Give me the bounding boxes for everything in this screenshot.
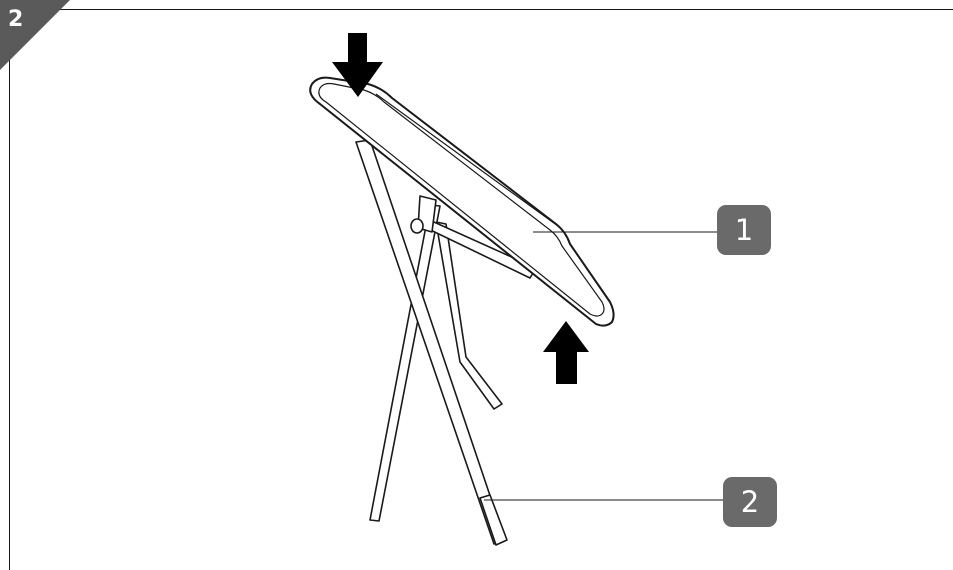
hinge-pin [410, 218, 424, 234]
rear-legs [369, 204, 503, 522]
rear-leg-left [369, 204, 441, 522]
front-leg-foot [479, 494, 508, 546]
callout-board: 1 [717, 205, 771, 255]
hinge-brace [410, 195, 537, 279]
rear-leg-short [435, 221, 503, 410]
board-cover-seam [375, 93, 559, 227]
figure-number-tab [0, 0, 70, 70]
figure-number: 2 [8, 7, 24, 32]
arrow-down-icon [332, 33, 383, 97]
board-inner-edge [318, 82, 605, 317]
arrow-up-icon [543, 321, 589, 384]
board-top [309, 76, 615, 327]
callout-legs: 2 [723, 477, 777, 527]
